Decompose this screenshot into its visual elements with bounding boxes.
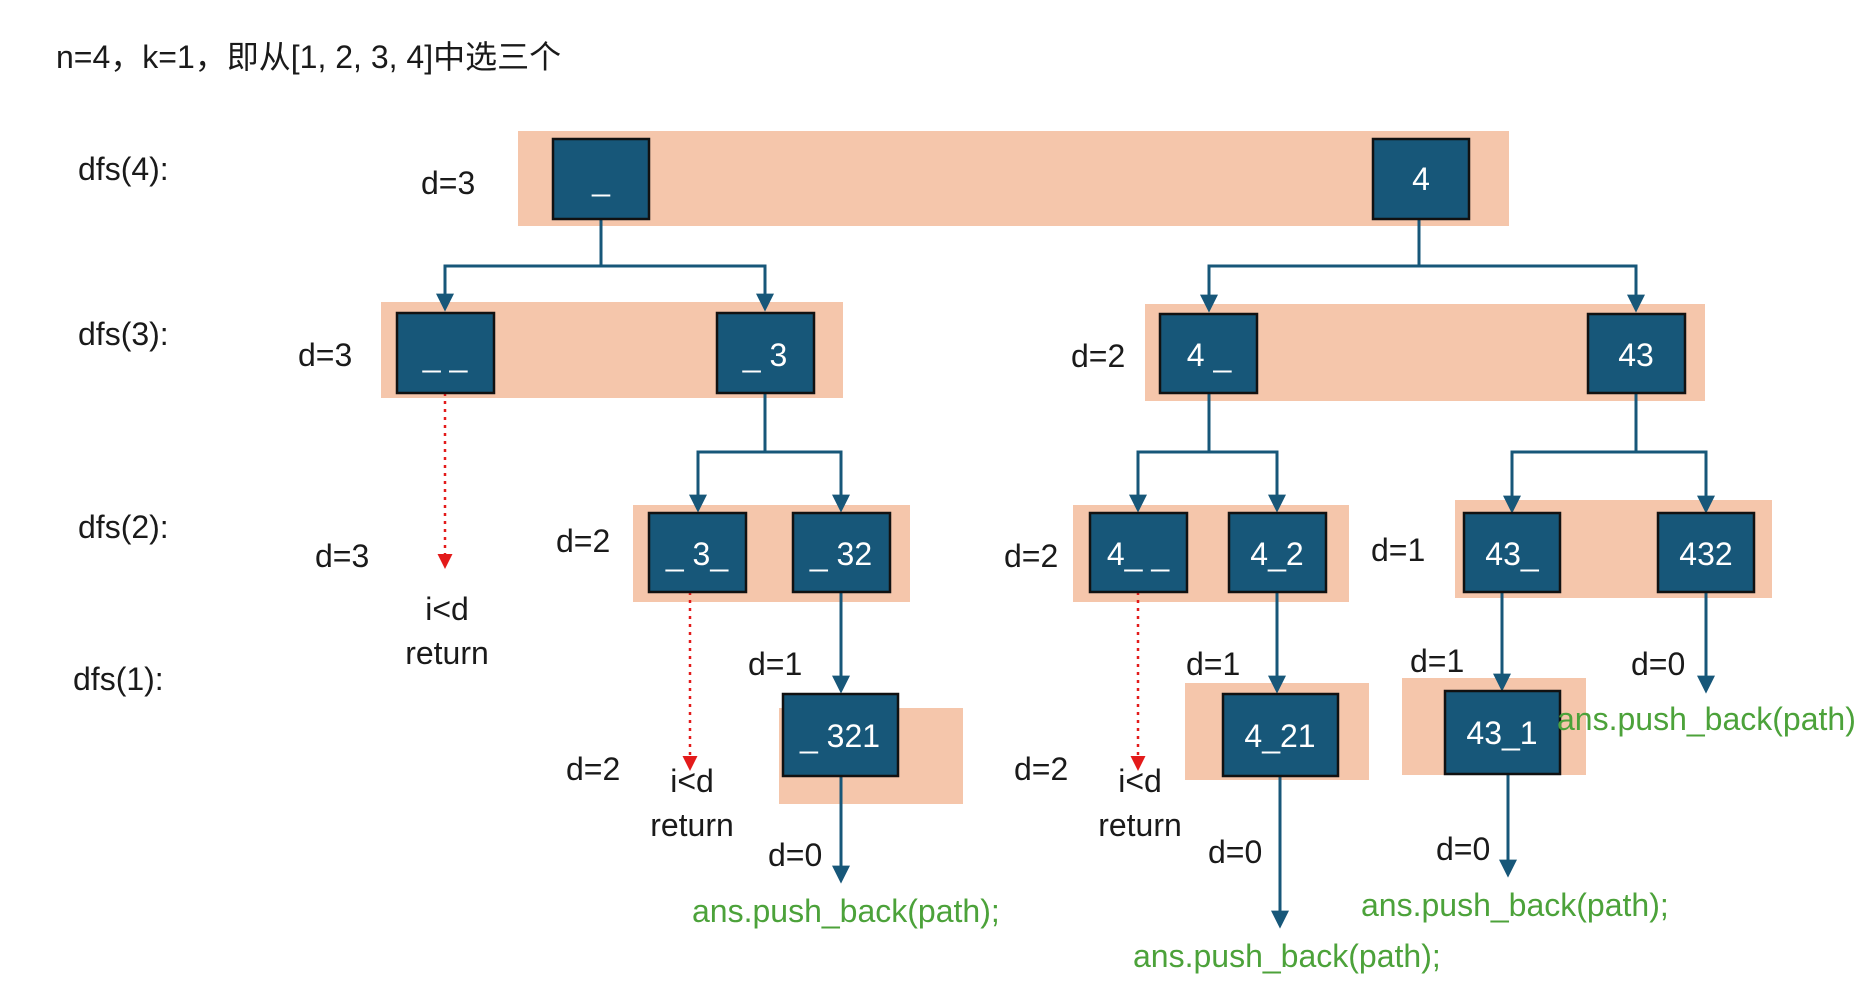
node-blank-321: _ 321: [781, 692, 900, 778]
node-label: 4_2: [1250, 536, 1303, 572]
result-label: ans.push_back(path): [1557, 701, 1856, 737]
node-root-4: 4: [1371, 137, 1471, 221]
depth-label: d=2: [566, 751, 620, 787]
node-root-blank: _: [551, 137, 651, 221]
depth-label: d=0: [1208, 834, 1262, 870]
node-label: _ _: [422, 337, 469, 373]
depth-label: d=1: [1410, 643, 1464, 679]
node-label: 43: [1618, 337, 1654, 373]
level-label-dfs1: dfs(1):: [73, 661, 164, 697]
node-432: 432: [1656, 511, 1756, 594]
node-label: 4: [1412, 161, 1430, 197]
depth-label: d=2: [1014, 751, 1068, 787]
node-blank-3-blank: _ 3_: [647, 511, 748, 594]
node-4-blank-blank: 4_ _: [1088, 511, 1189, 594]
node-blank-32: _ 32: [791, 511, 892, 594]
return-label: return: [1098, 807, 1182, 843]
node-blank-3: _ 3: [715, 311, 816, 395]
level-label-dfs2: dfs(2):: [78, 509, 169, 545]
depth-label: d=2: [556, 523, 610, 559]
return-condition: i<d: [425, 591, 469, 627]
node-blank-blank: _ _: [395, 311, 496, 395]
return-condition: i<d: [670, 763, 714, 799]
edge-root-4-to-4-blank: [1200, 219, 1421, 313]
depth-label: d=3: [298, 337, 352, 373]
depth-label: d=1: [1186, 646, 1240, 682]
node-label: _ 3: [742, 337, 787, 373]
depth-label: d=3: [315, 538, 369, 574]
node-label: 432: [1679, 536, 1732, 572]
node-label: _ 321: [799, 718, 880, 754]
node-label: 4_21: [1244, 718, 1315, 754]
node-label: _: [591, 161, 611, 197]
level-label-dfs4: dfs(4):: [78, 151, 169, 187]
node-4-2: 4_2: [1227, 511, 1328, 594]
edge-root-blank-to-blank-3: [601, 264, 774, 312]
edge-root-4-to-43: [1419, 264, 1645, 313]
node-4-blank: 4 _: [1158, 312, 1259, 395]
edge-blank-3-to-blank-3-blank: [689, 393, 767, 513]
node-43-blank: 43_: [1462, 511, 1562, 594]
depth-label: d=0: [768, 837, 822, 873]
node-label: 43_1: [1466, 715, 1537, 751]
depth-label: d=0: [1436, 831, 1490, 867]
node-43: 43: [1586, 312, 1687, 395]
edge-4-blank-to-4-blank-blank: [1129, 393, 1211, 513]
edge-43-to-432: [1636, 450, 1715, 514]
node-label: _ 32: [809, 536, 872, 572]
edge-43-to-43-blank: [1503, 393, 1638, 514]
band-dfs4: [518, 131, 1509, 226]
return-condition: i<d: [1118, 763, 1162, 799]
depth-label: d=1: [748, 646, 802, 682]
depth-label: d=3: [421, 165, 475, 201]
return-label: return: [650, 807, 734, 843]
level-label-dfs3: dfs(3):: [78, 316, 169, 352]
node-43-1: 43_1: [1443, 689, 1562, 776]
result-label: ans.push_back(path);: [692, 893, 1000, 929]
return-label: return: [405, 635, 489, 671]
depth-label: d=2: [1071, 338, 1125, 374]
result-label: ans.push_back(path);: [1133, 938, 1441, 974]
depth-label: d=1: [1371, 532, 1425, 568]
edge-4-blank-to-4-2: [1209, 450, 1286, 513]
node-label: 43_: [1485, 536, 1540, 572]
node-label: _ 3_: [665, 536, 729, 572]
depth-label: d=2: [1004, 538, 1058, 574]
page-title: n=4，k=1，即从[1, 2, 3, 4]中选三个: [56, 39, 561, 75]
node-4-21: 4_21: [1221, 692, 1340, 778]
edge-blank-3-to-blank-32: [765, 450, 850, 513]
result-label: ans.push_back(path);: [1361, 887, 1669, 923]
depth-label: d=0: [1631, 646, 1685, 682]
node-label: 4 _: [1187, 337, 1233, 373]
edge-root-blank-to-blank-blank: [436, 219, 603, 312]
node-label: 4_ _: [1107, 536, 1170, 572]
